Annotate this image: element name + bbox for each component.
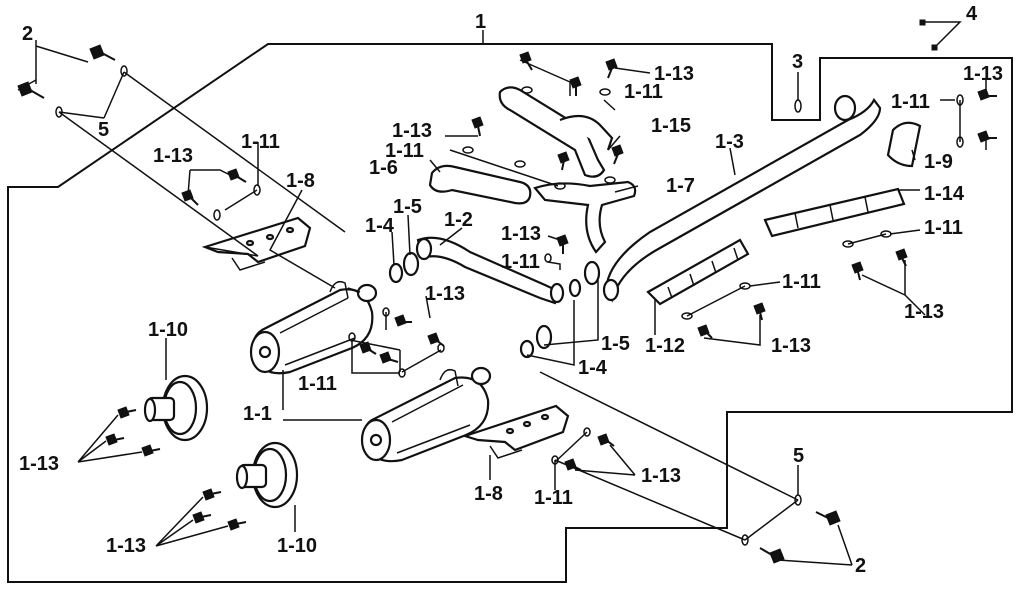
label-1-11-h: 1-11 — [298, 373, 337, 395]
label-1-12: 1-12 — [645, 335, 685, 357]
muffler-upper — [249, 280, 378, 375]
label-1-11-g: 1-11 — [782, 271, 821, 293]
leader-lines — [17, 21, 987, 566]
pipe-1-7 — [533, 180, 637, 254]
label-1-13-b: 1-13 — [654, 63, 694, 85]
label-1-5-lower: 1-5 — [601, 333, 630, 355]
label-1-7: 1-7 — [666, 175, 695, 197]
gasket-1-9 — [886, 121, 922, 168]
label-5-lower: 5 — [793, 445, 804, 467]
label-1-4-lower: 1-4 — [578, 357, 608, 379]
heat-shield-1-12 — [646, 238, 750, 306]
label-1-13-e: 1-13 — [501, 223, 541, 245]
label-2-upper: 2 — [22, 23, 33, 45]
pipe-1-3 — [602, 94, 882, 303]
label-3: 3 — [792, 51, 803, 73]
label-1-13-c: 1-13 — [392, 120, 432, 142]
end-cap-1-10-upper — [143, 374, 209, 442]
label-1-13-d: 1-13 — [963, 63, 1003, 85]
label-1-11-e: 1-11 — [501, 251, 540, 273]
label-1-3: 1-3 — [715, 131, 744, 153]
muffler-lower — [360, 366, 492, 463]
pipe-1-6 — [428, 164, 532, 205]
label-1-1: 1-1 — [243, 403, 272, 425]
label-1-6: 1-6 — [369, 157, 398, 179]
label-1-2: 1-2 — [444, 209, 473, 231]
label-1-11-d: 1-11 — [891, 91, 930, 113]
label-1-4-upper: 1-4 — [365, 215, 395, 237]
assembly-1-boundary — [7, 43, 1013, 583]
label-1-11-c: 1-11 — [385, 140, 424, 162]
label-1-15: 1-15 — [651, 115, 691, 137]
part-labels: 1 2 2 3 4 5 5 1-1 1-2 1-3 1-4 1-4 1-5 1-… — [19, 3, 1003, 577]
label-1-13-i: 1-13 — [19, 453, 59, 475]
label-1-11-b: 1-11 — [624, 81, 663, 103]
label-5-upper: 5 — [98, 119, 109, 141]
label-1-13-h: 1-13 — [771, 335, 811, 357]
heat-shield-1-8-lower — [461, 404, 570, 459]
label-1-11-f: 1-11 — [924, 217, 963, 239]
label-4: 4 — [966, 3, 978, 25]
label-2-lower: 2 — [855, 555, 866, 577]
heat-shield-1-8-upper — [201, 216, 312, 271]
label-1-13-g: 1-13 — [904, 301, 944, 323]
label-1-11-i: 1-11 — [534, 487, 573, 509]
label-1-13-f: 1-13 — [425, 283, 465, 305]
label-1-10-upper: 1-10 — [148, 319, 188, 341]
gasket-rings — [388, 251, 601, 359]
label-1-8-upper: 1-8 — [286, 170, 315, 192]
label-1-11-a: 1-11 — [241, 131, 280, 153]
pipe-1-15 — [498, 86, 614, 178]
label-1-13-a: 1-13 — [153, 145, 193, 167]
label-1-13-k: 1-13 — [641, 465, 681, 487]
heat-shield-1-14 — [763, 187, 906, 238]
pipe-1-2 — [415, 236, 565, 305]
end-cap-1-10-lower — [235, 441, 299, 509]
label-1-9: 1-9 — [924, 151, 953, 173]
label-1-13-j: 1-13 — [106, 535, 146, 557]
label-1-8-lower: 1-8 — [474, 483, 503, 505]
label-1-5-upper: 1-5 — [393, 196, 422, 218]
label-1-14: 1-14 — [924, 183, 965, 205]
label-1-10-lower: 1-10 — [277, 535, 317, 557]
bolts — [17, 44, 997, 564]
label-1: 1 — [475, 11, 486, 33]
